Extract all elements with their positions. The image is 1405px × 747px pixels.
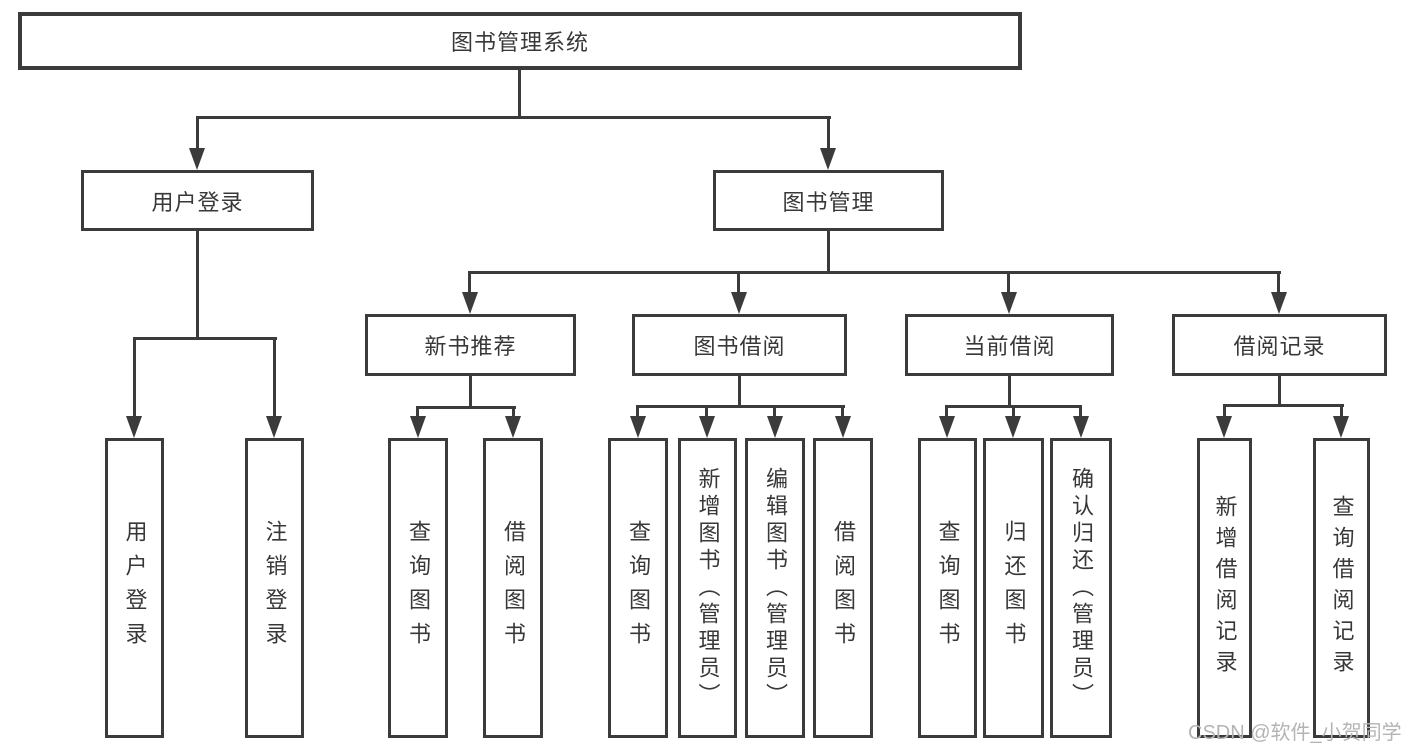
connector-line xyxy=(773,405,776,420)
node-borrow-records: 借阅记录 xyxy=(1172,314,1387,376)
connector-line xyxy=(416,406,419,420)
connector-line xyxy=(197,116,831,119)
leaf-label: 注销登录 xyxy=(262,520,288,656)
connector-line xyxy=(133,337,136,419)
arrowhead-icon xyxy=(126,416,142,438)
connector-line xyxy=(469,271,1281,274)
leaf-query-books-3: 查询图书 xyxy=(918,438,977,738)
connector-line xyxy=(1278,375,1281,407)
leaf-label: 借阅图书 xyxy=(501,520,526,656)
leaf-query-books-1: 查询图书 xyxy=(388,438,448,738)
connector-line xyxy=(705,405,708,420)
arrowhead-icon xyxy=(189,148,205,170)
arrowhead-icon xyxy=(462,292,478,314)
connector-line xyxy=(945,405,948,420)
connector-line xyxy=(1012,405,1015,420)
connector-line xyxy=(273,337,276,419)
csdn-watermark: CSDN @软件_小贺同学 xyxy=(1188,722,1402,744)
arrowhead-icon xyxy=(505,416,521,438)
arrowhead-icon xyxy=(410,416,426,438)
connector-line xyxy=(636,405,639,420)
leaf-label: 查询图书 xyxy=(935,520,961,656)
leaf-label: 查询图书 xyxy=(406,520,431,656)
node-root: 图书管理系统 xyxy=(18,12,1022,70)
connector-line xyxy=(1007,271,1010,295)
leaf-user-login: 用户登录 xyxy=(105,438,164,738)
node-user-login: 用户登录 xyxy=(81,170,314,231)
leaf-query-borrow-record: 查询借阅记录 xyxy=(1313,438,1370,738)
leaf-label: 确认归还（管理员） xyxy=(1069,466,1094,710)
leaf-add-borrow-record: 新增借阅记录 xyxy=(1197,438,1252,738)
connector-line xyxy=(1277,271,1280,295)
connector-line xyxy=(1223,404,1226,420)
connector-line xyxy=(518,69,521,119)
arrowhead-icon xyxy=(767,416,783,438)
arrowhead-icon xyxy=(1073,416,1089,438)
leaf-label: 新增图书（管理员） xyxy=(695,466,721,710)
connector-line xyxy=(841,405,844,420)
leaf-edit-books-admin: 编辑图书（管理员） xyxy=(745,438,805,738)
node-book-management: 图书管理 xyxy=(713,170,944,231)
node-current-borrow: 当前借阅 xyxy=(905,314,1114,376)
connector-line xyxy=(512,406,515,420)
node-new-book-recommend: 新书推荐 xyxy=(365,314,576,376)
connector-line xyxy=(1340,404,1343,420)
connector-line xyxy=(196,116,199,152)
leaf-label: 归还图书 xyxy=(1001,520,1027,656)
leaf-label: 借阅图书 xyxy=(831,520,856,656)
leaf-label: 编辑图书（管理员） xyxy=(763,466,788,710)
leaf-label: 用户登录 xyxy=(122,520,148,656)
leaf-confirm-return-admin: 确认归还（管理员） xyxy=(1050,438,1112,738)
connector-line xyxy=(1224,404,1344,407)
connector-line xyxy=(469,375,472,409)
connector-line xyxy=(827,231,830,274)
arrowhead-icon xyxy=(1216,416,1232,438)
arrowhead-icon xyxy=(1271,292,1287,314)
arrowhead-icon xyxy=(266,416,282,438)
arrowhead-icon xyxy=(1005,416,1021,438)
connector-line xyxy=(737,271,740,295)
connector-line xyxy=(417,406,516,409)
leaf-label: 查询借阅记录 xyxy=(1329,495,1355,681)
leaf-logout: 注销登录 xyxy=(245,438,304,738)
arrowhead-icon xyxy=(731,292,747,314)
arrowhead-icon xyxy=(1333,416,1349,438)
leaf-label: 新增借阅记录 xyxy=(1212,495,1238,681)
arrowhead-icon xyxy=(1001,292,1017,314)
leaf-label: 查询图书 xyxy=(626,520,651,656)
leaf-query-books-2: 查询图书 xyxy=(608,438,668,738)
connector-line xyxy=(637,405,845,408)
node-book-borrow: 图书借阅 xyxy=(632,314,847,376)
connector-line xyxy=(196,231,199,339)
leaf-borrow-books-1: 借阅图书 xyxy=(483,438,543,738)
connector-line xyxy=(738,375,741,408)
leaf-return-books: 归还图书 xyxy=(983,438,1044,738)
connector-line xyxy=(1079,405,1082,420)
connector-line xyxy=(1008,375,1011,408)
arrowhead-icon xyxy=(939,416,955,438)
arrowhead-icon xyxy=(835,416,851,438)
leaf-borrow-books-2: 借阅图书 xyxy=(813,438,873,738)
connector-line xyxy=(827,116,830,152)
connector-line xyxy=(133,337,277,340)
arrowhead-icon xyxy=(820,148,836,170)
arrowhead-icon xyxy=(699,416,715,438)
connector-line xyxy=(468,271,471,295)
leaf-add-books-admin: 新增图书（管理员） xyxy=(678,438,737,738)
arrowhead-icon xyxy=(630,416,646,438)
